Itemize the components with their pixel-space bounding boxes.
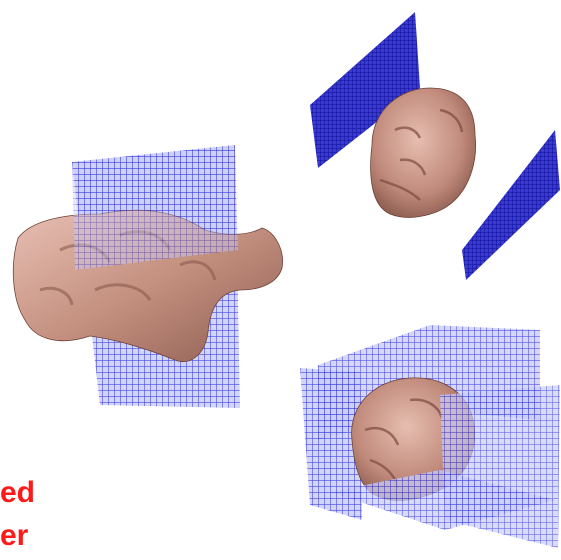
right-grid-plane — [462, 130, 560, 280]
head-surface-top — [371, 88, 476, 217]
caption-line-2: er — [0, 521, 28, 551]
torso-model — [13, 145, 282, 408]
caption-line-1: ed — [0, 478, 35, 508]
head-model-two-planes — [310, 12, 560, 280]
head-model-box — [300, 325, 560, 548]
